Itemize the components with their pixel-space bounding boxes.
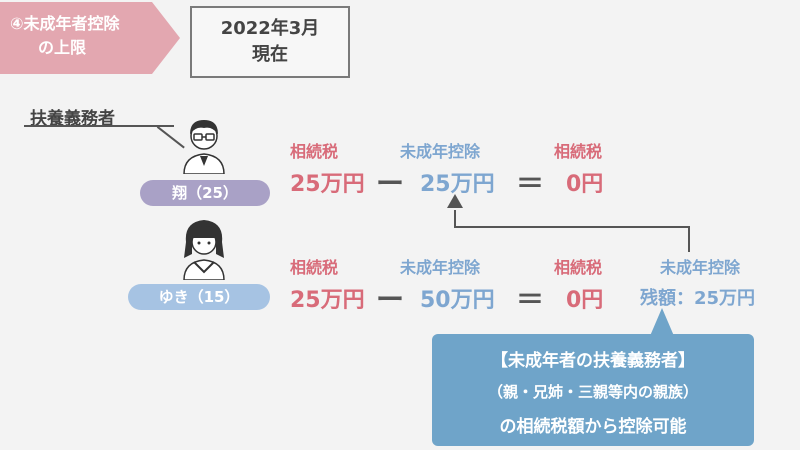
row2-label-d: 未成年控除	[660, 258, 741, 277]
row1-value-a: 25万円	[290, 172, 365, 197]
row2-label-a: 相続税	[290, 258, 339, 277]
callout-line2: （親・兄姉・三親等内の親族）	[487, 383, 698, 401]
person-pill-sho: 翔（25）	[140, 180, 270, 206]
callout-line1: 【未成年者の扶養義務者】	[491, 351, 695, 371]
date-line2: 現在	[252, 44, 288, 65]
row1-label-a: 相続税	[290, 142, 339, 161]
row2-minus: ー	[376, 283, 405, 316]
male-avatar-icon	[183, 120, 225, 174]
date-box: 2022年3月 現在	[190, 6, 350, 78]
row1-label-c: 相続税	[554, 142, 603, 161]
female-avatar-icon	[183, 220, 225, 280]
arrow-line-vertical	[454, 210, 456, 228]
date-line1: 2022年3月	[220, 18, 320, 39]
callout-tail	[650, 308, 674, 336]
person-pill-yuki: ゆき（15）	[128, 284, 270, 310]
fuyou-label: 扶養義務者	[30, 109, 115, 129]
section-tag-line1: ④未成年者控除	[10, 14, 120, 33]
row2-value-a: 25万円	[290, 288, 365, 313]
row2-value-d: 残額：25万円	[640, 288, 756, 309]
row1-equals: ＝	[516, 167, 545, 200]
callout-box: 【未成年者の扶養義務者】 （親・兄姉・三親等内の親族） の相続税額から控除可能	[432, 334, 754, 446]
row1-value-c: 0円	[566, 172, 604, 197]
row2-value-b: 50万円	[420, 288, 495, 313]
pointer-line	[24, 125, 174, 127]
row2-equals: ＝	[516, 283, 545, 316]
row1-value-b: 25万円	[420, 172, 495, 197]
arrow-head-icon	[447, 194, 463, 208]
row2-value-c: 0円	[566, 288, 604, 313]
arrow-line-vertical-right	[688, 226, 690, 252]
row2-label-b: 未成年控除	[400, 258, 481, 277]
section-tag: ④未成年者控除 の上限	[0, 2, 180, 74]
callout-line3: の相続税額から控除可能	[499, 417, 687, 437]
section-tag-line2: の上限	[38, 38, 87, 57]
arrow-line-horizontal	[454, 226, 690, 228]
row2-label-c: 相続税	[554, 258, 603, 277]
row1-label-b: 未成年控除	[400, 142, 481, 161]
row1-minus: ー	[376, 167, 405, 200]
